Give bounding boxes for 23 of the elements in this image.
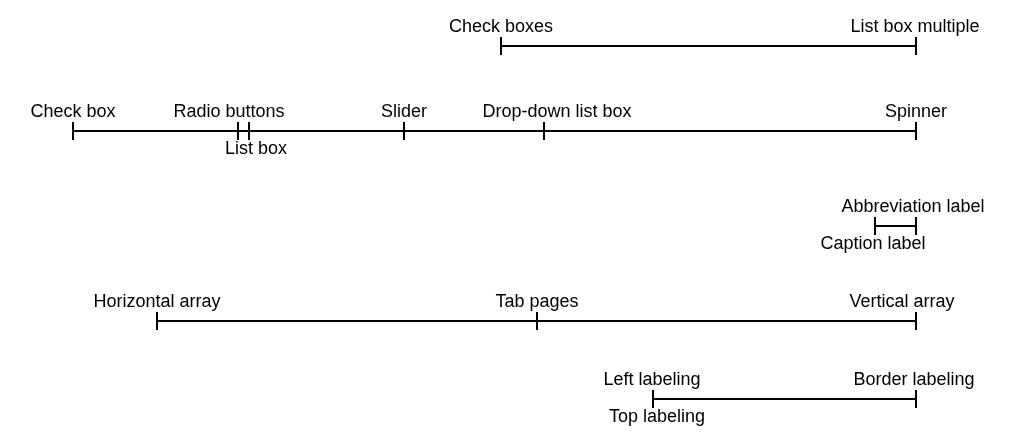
scale-line [500,36,917,56]
scale-label: List box [225,131,287,159]
scale-line [536,311,917,331]
scale-label: Spinner [885,101,947,131]
scale-line [652,389,917,409]
scale-label: Check box [30,101,116,131]
scale-label: Border labeling [853,369,975,399]
scale-label: Abbreviation label [841,196,985,226]
scale-line [72,121,239,141]
scale-label: Caption label [820,226,926,254]
scale-label: Slider [381,101,427,131]
scale-label: Left labeling [603,369,701,399]
scale-line [156,311,538,331]
scale-label: Top labeling [608,405,706,427]
scale-label: Vertical array [849,291,955,321]
scale-line [874,216,917,236]
scale-label: Horizontal array [93,291,221,321]
scale-label: Radio buttons [173,101,285,131]
scale-label: Check boxes [448,16,554,46]
scale-label: Drop-down list box [482,101,632,131]
scale-line [543,121,917,141]
scale-label: Tab pages [495,291,579,321]
scale-label: List box multiple [850,16,980,46]
